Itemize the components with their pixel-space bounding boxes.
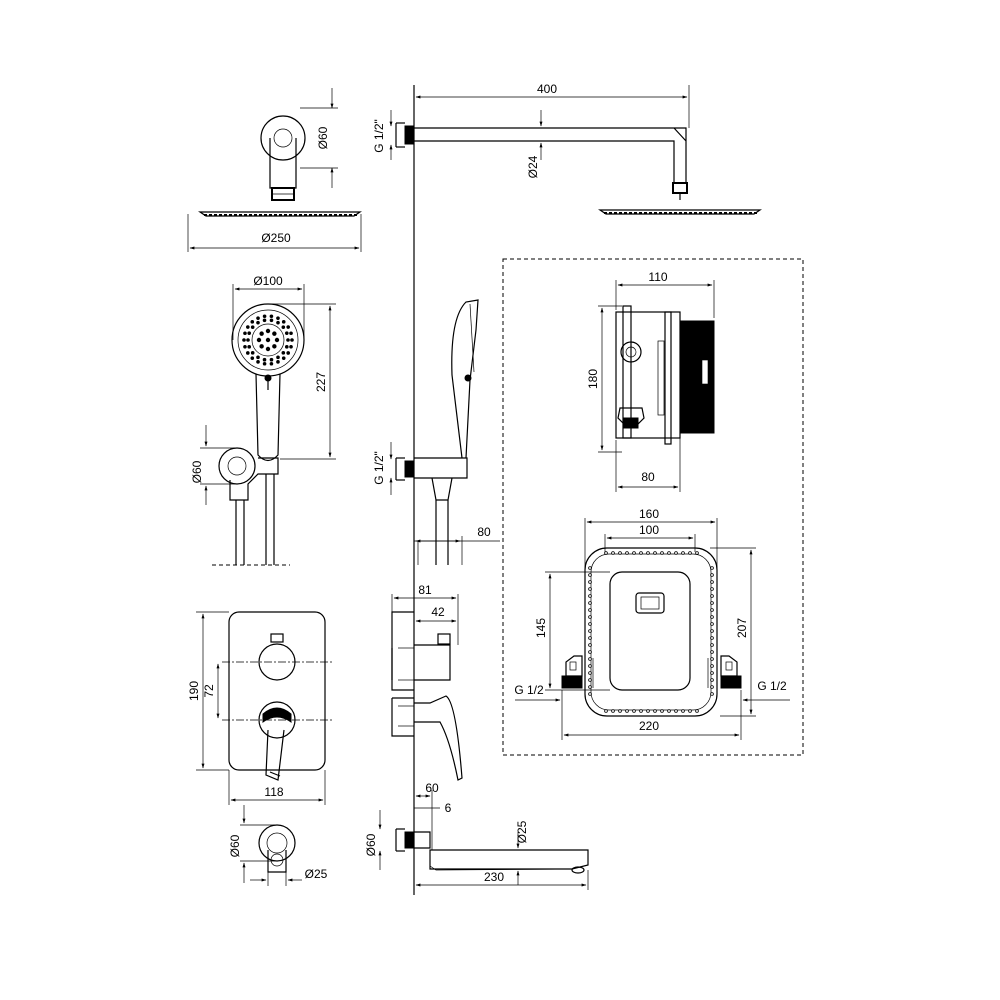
- spout-tube: [429, 849, 589, 870]
- rain-head-nozzles: [204, 214, 357, 216]
- hand-holder-depth-label: 80: [477, 525, 491, 539]
- shower-arm: [414, 127, 687, 183]
- spout-side-diameter-label: Ø25: [515, 820, 529, 843]
- spout-gap-label: 6: [445, 801, 452, 815]
- plate-width-label: 118: [264, 785, 283, 799]
- box-total-width-label: 220: [639, 719, 659, 733]
- box-inner-height-label: 145: [534, 618, 548, 638]
- body-height-label: 180: [586, 369, 600, 389]
- mixer-cover-plate: [228, 611, 326, 771]
- rain-shower-arm-view: 400 Ø24 G 1/2": [372, 82, 762, 215]
- box-thread-right-label: G 1/2: [757, 679, 787, 693]
- hand-holder-flange: [218, 447, 256, 485]
- hand-shower-side-view: 80 G 1/2": [372, 299, 500, 565]
- bath-spout-front-view: Ø60 Ø25: [228, 805, 328, 886]
- axis-distance-label: 72: [202, 684, 216, 698]
- mixer-side-view: 81 42: [391, 583, 463, 781]
- spout-front-diameter-label: Ø25: [305, 867, 328, 881]
- box-inner-width-label: 100: [639, 523, 659, 537]
- rain-thread-label: G 1/2": [372, 119, 386, 153]
- box-thread-left-label: G 1/2: [514, 683, 544, 697]
- spout-flange: [258, 824, 296, 862]
- rain-flange-label: Ø60: [316, 126, 330, 149]
- box-outer-width-label: 160: [639, 507, 659, 521]
- spout-side-flange-label: Ø60: [364, 833, 378, 856]
- installation-box-view: 160 100 145 207 220 G 1/2 G 1/2: [514, 507, 790, 740]
- arm-diameter-label: Ø24: [526, 155, 540, 178]
- mixer-depth-label: 81: [418, 583, 432, 597]
- box-outer-height-label: 207: [735, 618, 749, 638]
- hand-thread-label: G 1/2": [372, 451, 386, 485]
- spout-length-label: 230: [484, 870, 504, 884]
- concealed-body-view: 110 180 80: [586, 270, 715, 492]
- spout-front-flange-label: Ø60: [228, 834, 242, 857]
- hand-flange-label: Ø60: [190, 460, 204, 483]
- hand-shower-front-view: Ø100 227 Ø60: [190, 274, 336, 566]
- mixer-depth-inner-label: 42: [431, 605, 445, 619]
- spout-projection-label: 60: [425, 781, 439, 795]
- box-outer-frame: [584, 547, 718, 717]
- cartridge-block: [679, 320, 715, 434]
- rain-head-diameter-label: Ø250: [261, 231, 291, 245]
- mixer-side-lever: [414, 695, 463, 781]
- wall-flange-outline: [260, 115, 306, 161]
- hand-shower-side-body: [451, 299, 479, 459]
- plate-height-label: 190: [187, 681, 201, 701]
- hand-length-label: 227: [314, 372, 328, 392]
- bath-spout-side-view: Ø60 60 6 Ø25 230: [364, 781, 589, 890]
- hand-shower-handle: [255, 373, 281, 462]
- body-depth-label: 80: [641, 470, 655, 484]
- concealed-parts-frame: [502, 258, 804, 756]
- mixer-lever: [265, 729, 285, 781]
- mixer-plate-front-view: 190 72 118: [187, 611, 333, 805]
- hand-head-diameter-label: Ø100: [253, 274, 283, 288]
- rain-shower-side-view: Ø60 Ø250: [187, 88, 362, 252]
- arm-length-label: 400: [537, 82, 557, 96]
- box-inner-plate: [609, 571, 691, 691]
- body-width-label: 110: [648, 270, 667, 284]
